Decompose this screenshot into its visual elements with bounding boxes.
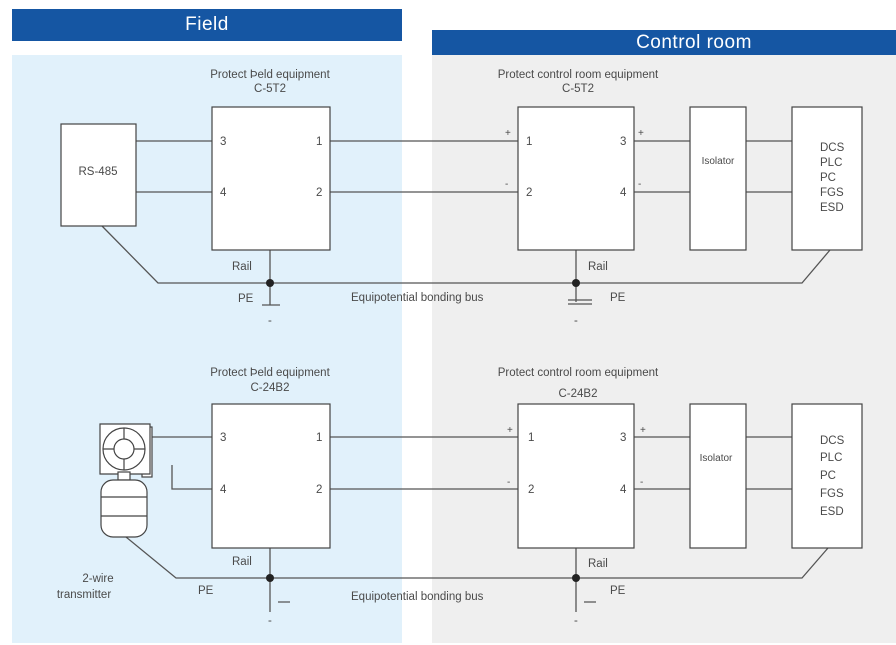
polarity-plus: + [505, 128, 511, 139]
field-equipment-model-2: C-24B2 [251, 382, 290, 394]
control-module-1 [517, 106, 635, 251]
field-to-control-wires-1 [330, 140, 518, 193]
ground-stems-1 [262, 283, 592, 306]
bonding-bus-label-2: Equipotential bonding bus [351, 591, 484, 603]
control-equipment-model-2: C-24B2 [559, 388, 598, 400]
system-label: FGS [820, 187, 844, 199]
isolator-label-2: Isolator [700, 453, 733, 464]
ground-sign: - [268, 615, 272, 627]
ground-stems-2 [269, 578, 596, 612]
terminal-label: 3 [620, 432, 626, 444]
pe-label: PE [238, 293, 254, 305]
terminal-label: 1 [528, 432, 534, 444]
polarity-minus: - [507, 477, 510, 488]
system-label: ESD [820, 202, 844, 214]
isolator-box-2 [689, 403, 747, 549]
field-equipment-title-2: Protect Þeld equipment [210, 367, 330, 379]
control-room-banner: Control room [432, 30, 896, 55]
junction-dot [266, 574, 274, 582]
polarity-plus: + [640, 425, 646, 436]
control-equipment-model-1: C-5T2 [562, 83, 594, 95]
transmitter-label-line2: transmitter [57, 589, 111, 601]
system-label: PLC [820, 157, 842, 169]
terminal-label: 2 [526, 187, 532, 199]
terminal-label: 4 [620, 187, 627, 199]
diagram-1: Protect Þeld equipment C-5T2 Protect con… [60, 69, 863, 327]
system-label: PLC [820, 452, 842, 464]
terminal-label: 3 [620, 136, 626, 148]
terminal-label: 2 [316, 484, 322, 496]
systems-box-2 [791, 403, 863, 549]
control-to-isolator-wires-1 [634, 140, 690, 193]
transmitter-label-line1: 2-wire [82, 573, 113, 585]
rail-drops-1 [269, 250, 577, 283]
terminal-label: 1 [316, 136, 322, 148]
systems-box-1 [791, 106, 863, 251]
system-label: PC [820, 172, 836, 184]
system-label: DCS [820, 435, 845, 447]
system-label: ESD [820, 506, 844, 518]
control-equipment-title-1: Protect control room equipment [498, 69, 659, 81]
terminal-label: 4 [220, 187, 227, 199]
system-label: DCS [820, 142, 845, 154]
diagram-2: Protect Þeld equipment C-24B2 Protect co… [57, 367, 863, 627]
terminal-label: 2 [316, 187, 322, 199]
junction-dot [266, 279, 274, 287]
ground-sign: - [574, 615, 578, 627]
rail-drops-2 [269, 548, 577, 578]
junction-dot [572, 574, 580, 582]
pe-label: PE [610, 585, 626, 597]
pe-label: PE [610, 292, 626, 304]
field-module-2 [211, 403, 331, 549]
polarity-minus: - [505, 179, 508, 190]
bonding-bus-label-1: Equipotential bonding bus [351, 292, 484, 304]
field-equipment-model-1: C-5T2 [254, 83, 286, 95]
terminal-label: 2 [528, 484, 534, 496]
rail-label: Rail [588, 558, 608, 570]
polarity-plus: + [507, 425, 513, 436]
isolator-to-systems-wires-1 [746, 140, 792, 193]
control-to-isolator-wires-2 [634, 436, 690, 490]
rs485-device [60, 123, 137, 227]
rail-label: Rail [232, 556, 252, 568]
pe-label: PE [198, 585, 214, 597]
terminal-label: 1 [316, 432, 322, 444]
field-to-control-wires-2 [330, 436, 518, 490]
rs485-label: RS-485 [79, 166, 118, 178]
isolator-label-1: Isolator [702, 156, 735, 167]
control-module-2 [517, 403, 635, 549]
junction-dot [572, 279, 580, 287]
ground-sign: - [268, 315, 272, 327]
isolator-to-systems-wires-2 [746, 436, 792, 490]
device-to-field-wires-1 [136, 140, 212, 193]
terminal-label: 3 [220, 136, 226, 148]
bonding-bus-2 [125, 536, 829, 579]
terminal-label: 3 [220, 432, 226, 444]
system-label: PC [820, 470, 836, 482]
transmitter-icon [99, 423, 153, 538]
terminal-label: 1 [526, 136, 532, 148]
system-label: FGS [820, 488, 844, 500]
bonding-bus-1 [101, 225, 831, 284]
polarity-plus: + [638, 128, 644, 139]
rail-label: Rail [588, 261, 608, 273]
ground-sign: - [574, 315, 578, 327]
field-equipment-title-1: Protect Þeld equipment [210, 69, 330, 81]
field-banner: Field [12, 9, 402, 41]
field-module-1 [211, 106, 331, 251]
rail-label: Rail [232, 261, 252, 273]
terminal-label: 4 [220, 484, 227, 496]
terminal-label: 4 [620, 484, 627, 496]
isolator-box-1 [689, 106, 747, 251]
polarity-minus: - [640, 477, 643, 488]
control-equipment-title-2: Protect control room equipment [498, 367, 659, 379]
polarity-minus: - [638, 179, 641, 190]
transmitter-to-field-wires [152, 436, 212, 490]
